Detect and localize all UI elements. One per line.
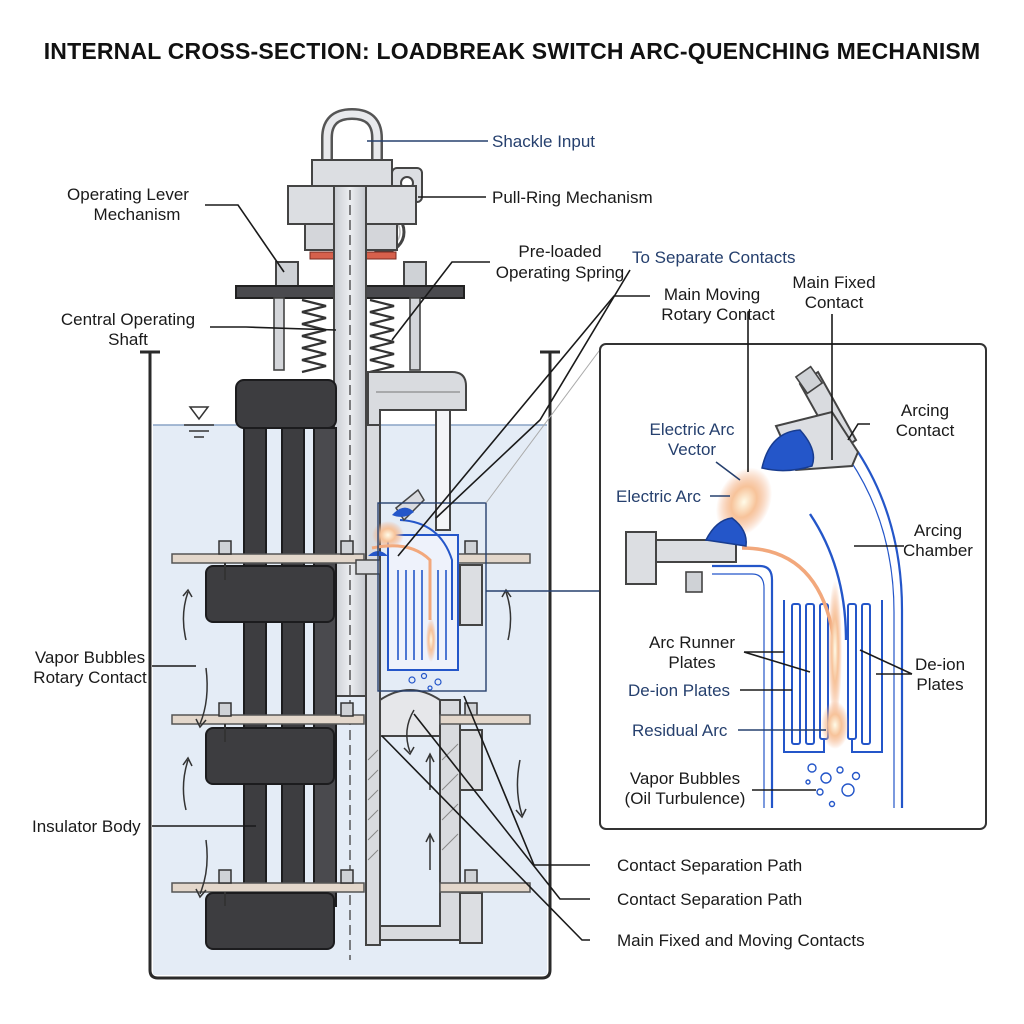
inset-label-arc-vector-2: Vector bbox=[668, 440, 717, 459]
inset-label-arcing-chamber-1: Arcing bbox=[914, 521, 962, 540]
central-shaft bbox=[333, 185, 367, 960]
inset-label-deion-right-2: Plates bbox=[916, 675, 963, 694]
shackle bbox=[311, 107, 393, 187]
label-to-separate: To Separate Contacts bbox=[632, 248, 795, 267]
inset-label-arcing-contact-2: Contact bbox=[896, 421, 955, 440]
inset-label-arcing-contact-1: Arcing bbox=[901, 401, 949, 420]
label-operating-lever-2: Mechanism bbox=[94, 205, 181, 224]
sectioned-housing bbox=[355, 371, 531, 946]
insulator-body bbox=[171, 379, 365, 950]
inset-label-deion-right-1: De-ion bbox=[915, 655, 965, 674]
inset-detail bbox=[599, 343, 987, 830]
label-shackle-input: Shackle Input bbox=[492, 132, 595, 151]
label-contact-sep-1: Contact Separation Path bbox=[617, 856, 802, 875]
oil-level-icon bbox=[184, 406, 214, 438]
label-pull-ring: Pull-Ring Mechanism bbox=[492, 188, 653, 207]
inset-label-electric-arc: Electric Arc bbox=[616, 487, 702, 506]
moving-contact bbox=[625, 517, 747, 593]
small-arc-chamber bbox=[355, 488, 459, 691]
detail-callout-box bbox=[377, 502, 487, 692]
leader-lines bbox=[152, 140, 913, 941]
labels: Shackle Input Pull-Ring Mechanism Operat… bbox=[32, 132, 973, 950]
label-main-moving-2: Rotary Contact bbox=[661, 305, 775, 324]
label-vapor-rotary-1: Vapor Bubbles bbox=[35, 648, 145, 667]
diagram-title: INTERNAL CROSS-SECTION: LOADBREAK SWITCH… bbox=[44, 38, 981, 64]
label-spring-2: Operating Spring bbox=[496, 263, 625, 282]
inset-label-vapor-oil-2: (Oil Turbulence) bbox=[625, 789, 746, 808]
inset-label-deion-left: De-ion Plates bbox=[628, 681, 730, 700]
inset-label-arc-vector-1: Electric Arc bbox=[649, 420, 735, 439]
top-mechanism bbox=[235, 107, 465, 960]
operating-spring bbox=[301, 298, 395, 374]
label-operating-lever-1: Operating Lever bbox=[67, 185, 189, 204]
label-insulator-body: Insulator Body bbox=[32, 817, 141, 836]
label-shaft-1: Central Operating bbox=[61, 310, 195, 329]
label-main-moving-1: Main Moving bbox=[664, 285, 760, 304]
oil-flow-arrows bbox=[182, 588, 527, 899]
inset-label-arc-runner-1: Arc Runner bbox=[649, 633, 735, 652]
label-main-fixed-2: Contact bbox=[805, 293, 864, 312]
arcing-contact bbox=[761, 365, 860, 472]
label-main-fixed-1: Main Fixed bbox=[792, 273, 875, 292]
label-shaft-2: Shaft bbox=[108, 330, 148, 349]
inset-label-arcing-chamber-2: Chamber bbox=[903, 541, 973, 560]
label-contact-sep-2: Contact Separation Path bbox=[617, 890, 802, 909]
label-main-fixed-moving: Main Fixed and Moving Contacts bbox=[617, 931, 865, 950]
label-vapor-rotary-2: Rotary Contact bbox=[33, 668, 147, 687]
inset-label-vapor-oil-1: Vapor Bubbles bbox=[630, 769, 740, 788]
inset-label-residual-arc: Residual Arc bbox=[632, 721, 728, 740]
vapor-bubbles bbox=[805, 763, 861, 808]
label-spring-1: Pre-loaded bbox=[518, 242, 601, 261]
inset-label-arc-runner-2: Plates bbox=[668, 653, 715, 672]
